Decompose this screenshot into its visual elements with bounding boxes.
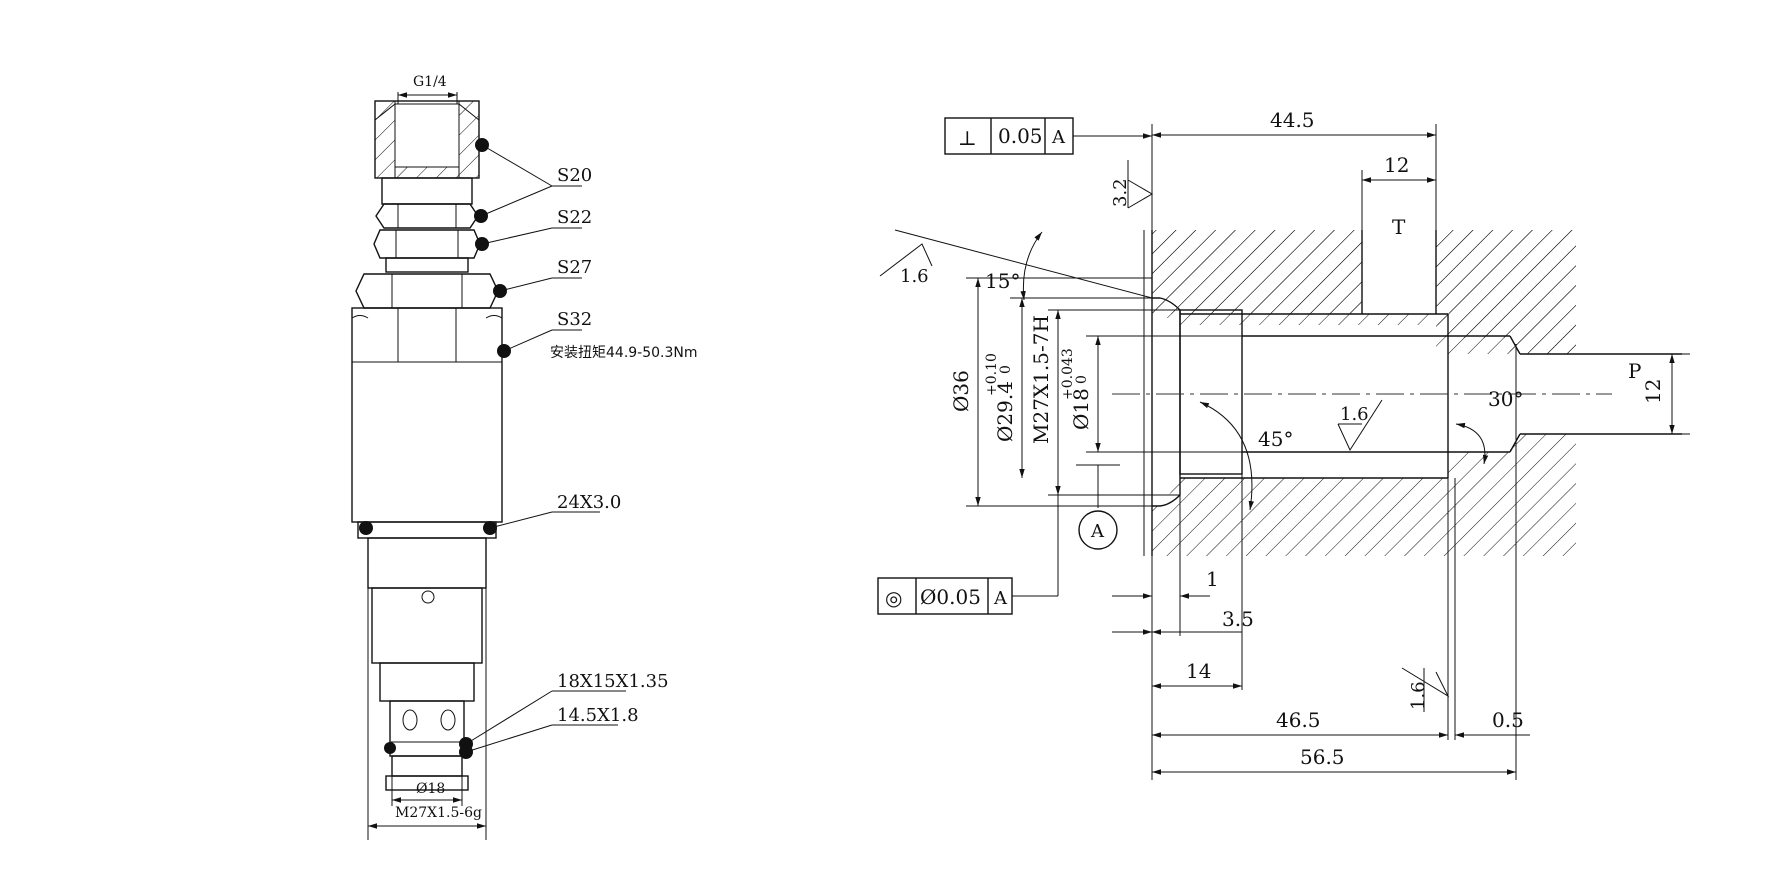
cavity-section-view: T P ⊥ 0.05 A 44.5 12 3.2 1.6 15°	[877, 108, 1690, 780]
hex-s32-label: S32	[557, 309, 592, 330]
dia-bottom-label: Ø18	[416, 781, 445, 797]
port-p-label: P	[1628, 359, 1641, 383]
section-hatching	[1152, 230, 1576, 556]
rough-1-6-a: 1.6	[900, 266, 929, 287]
angle-15: 15°	[985, 269, 1020, 293]
rough-3-2: 3.2	[1110, 178, 1131, 207]
conc-symbol: ◎	[885, 586, 902, 610]
hex-nut-s22	[375, 203, 479, 229]
perp-symbol: ⊥	[958, 126, 977, 150]
tol-18-lower: 0	[1074, 375, 1090, 384]
valve-sleeve	[367, 537, 487, 791]
perp-datum: A	[1051, 127, 1066, 148]
dim-0-5: 0.5	[1492, 708, 1524, 732]
cavity-outline	[1143, 230, 1682, 740]
rough-1-6-b: 1.6	[1340, 404, 1369, 425]
oring-a-label: 18X15X1.35	[557, 671, 669, 692]
hex-s20-label: S20	[557, 165, 592, 186]
tol-29-4-lower: 0	[998, 365, 1014, 374]
dim-12-top: 12	[1384, 153, 1409, 177]
dim-44-5: 44.5	[1270, 108, 1315, 132]
oring-dot	[359, 521, 373, 535]
thread-bore: M27X1.5-7H	[1029, 315, 1053, 444]
tol-18-upper: +0.043	[1060, 348, 1076, 400]
thread-bottom-label: M27X1.5-6g	[395, 805, 482, 821]
port-t-label: T	[1392, 215, 1406, 239]
oring-b-label: 14.5X1.8	[557, 705, 639, 726]
tol-29-4-upper: +0.10	[984, 353, 1000, 396]
port-thread-label: G1/4	[413, 74, 447, 90]
perp-value: 0.05	[998, 124, 1043, 148]
dim-14: 14	[1186, 659, 1211, 683]
angle-45: 45°	[1258, 427, 1293, 451]
dia-36: Ø36	[949, 370, 973, 412]
conc-value: Ø0.05	[920, 585, 981, 609]
hex-nut-s27	[373, 229, 481, 259]
valve-body	[351, 307, 503, 539]
torque-note: 安装扭矩44.9-50.3Nm	[550, 345, 698, 361]
hex-nut-s32	[355, 257, 499, 309]
angle-30: 30°	[1488, 387, 1523, 411]
hex-s27-label: S27	[557, 257, 592, 278]
frame-concentricity: ◎ Ø0.05 A	[877, 478, 1059, 615]
dim-3-5: 3.5	[1222, 607, 1254, 631]
datum-a: A	[1090, 521, 1105, 542]
valve-cartridge-view: G1/4	[351, 74, 698, 840]
dim-46-5: 46.5	[1276, 708, 1321, 732]
hex-s22-label: S22	[557, 207, 592, 228]
dia-29-4: Ø29.4	[993, 381, 1017, 442]
dim-1: 1	[1206, 567, 1219, 591]
frame-perpendicularity: ⊥ 0.05 A	[944, 117, 1152, 155]
oring-dot	[384, 742, 396, 754]
conc-datum: A	[993, 588, 1008, 609]
dim-56-5: 56.5	[1300, 745, 1345, 769]
rough-1-6-c: 1.6	[1408, 681, 1429, 710]
oring-main-label: 24X3.0	[557, 492, 621, 513]
dim-12-right: 12	[1641, 379, 1665, 404]
dia-18: Ø18	[1069, 388, 1093, 430]
leader-lines	[465, 144, 626, 753]
port-fitting	[374, 100, 480, 205]
